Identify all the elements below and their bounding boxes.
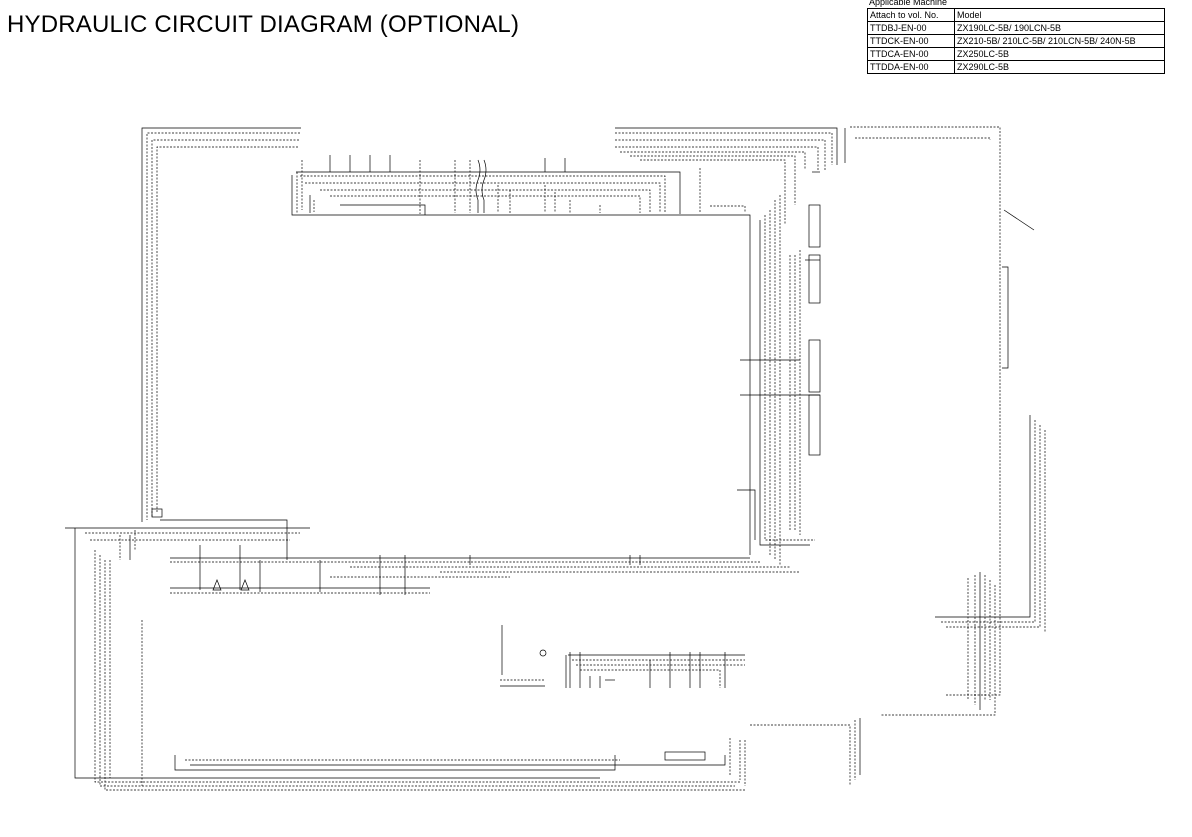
top-right-lines <box>615 126 1035 696</box>
left-lower-lines <box>74 528 861 791</box>
left-pilot-lines <box>141 127 301 522</box>
table-row: TTDBJ-EN-00 ZX190LC-5B/ 190LCN-5B <box>867 21 1165 35</box>
machine-table: Attach to vol. No. Model TTDBJ-EN-00 ZX1… <box>867 8 1165 74</box>
right-vertical-bundle <box>737 171 821 565</box>
lower-central-lines <box>500 625 745 688</box>
middle-horizontal-lines <box>65 519 800 595</box>
table-row: TTDCA-EN-00 ZX250LC-5B <box>867 47 1165 61</box>
cell-model: ZX290LC-5B <box>954 60 1165 74</box>
far-right-lines <box>880 415 1046 716</box>
table-row: TTDDA-EN-00 ZX290LC-5B <box>867 60 1165 74</box>
top-control-valve-lines <box>291 155 751 555</box>
page-title: HYDRAULIC CIRCUIT DIAGRAM (OPTIONAL) <box>7 11 520 38</box>
applicable-machine-table: Applicable Machine Attach to vol. No. Mo… <box>867 0 1165 74</box>
applicable-machine-caption: Applicable Machine <box>869 0 948 7</box>
table-header-row: Attach to vol. No. Model <box>867 8 1165 22</box>
